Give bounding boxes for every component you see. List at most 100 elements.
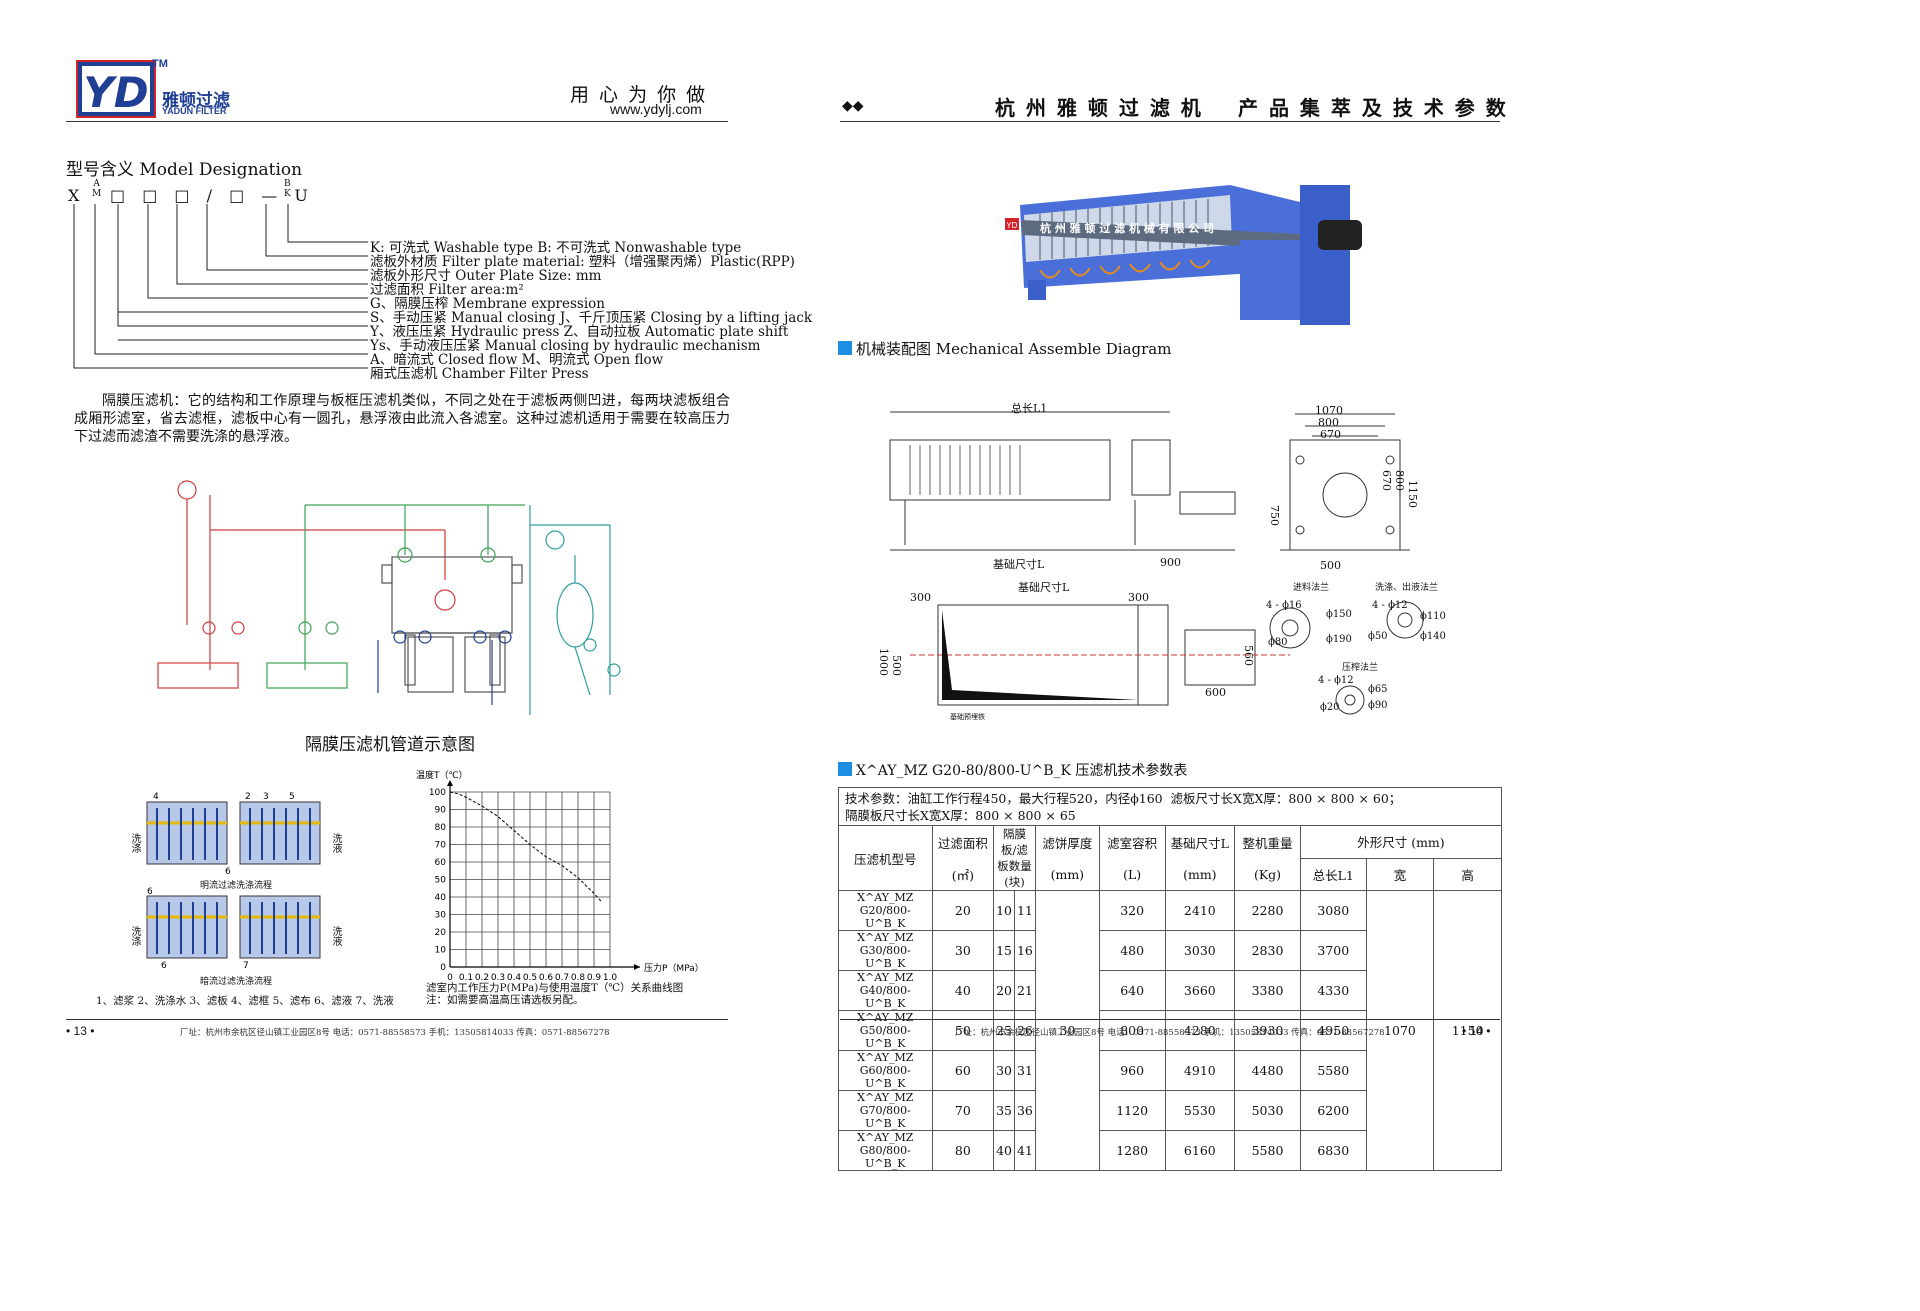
x-axis-label: 压力P（MPa） (644, 962, 700, 974)
wash-side-in-bottom: 洗涤 (129, 926, 140, 946)
code-boxes: □ □ □ / □ — U (110, 186, 314, 205)
cell-plates-b: 16 (1013, 930, 1036, 971)
cell-plates-a: 40 (993, 1130, 1015, 1171)
th-thickness: 滤饼厚度 (1034, 825, 1100, 858)
y-tick-label: 10 (435, 946, 447, 956)
header-rule (66, 121, 728, 122)
cell-plates-a: 30 (993, 1050, 1015, 1091)
x-tick-label: 0.5 (523, 973, 537, 982)
cell-length: 5580 (1299, 1050, 1367, 1091)
cell-volume: 320 (1098, 890, 1166, 931)
cell-length: 4950 (1299, 1010, 1367, 1051)
annotation-plate-material: 滤板外材质 Filter plate material: 塑料（增强聚丙烯）Pl… (370, 254, 795, 270)
cell-plates-b: 36 (1013, 1090, 1036, 1131)
right-footer-address: 厂址：杭州市余杭区径山镇工业园区8号 电话：0571-88558573 手机：1… (955, 1028, 1385, 1038)
cell-area: 80 (931, 1130, 995, 1171)
cell-plates-b: 11 (1013, 890, 1036, 931)
cell-area: 40 (931, 970, 995, 1011)
y-tick-label: 90 (435, 806, 447, 816)
cell-model: X^AY_MZ G20/800-U^B_K (838, 890, 933, 931)
page-number-13: • 13 • (66, 1024, 95, 1038)
dim-500-vertical: 500 (890, 655, 903, 676)
wash-side-out-bottom: 洗液 (330, 926, 341, 946)
svg-text:4: 4 (153, 792, 159, 802)
cell-weight: 3380 (1234, 970, 1301, 1011)
th-weight-unit: (Kg) (1234, 858, 1301, 891)
x-tick-label: 0.8 (571, 973, 586, 982)
cell-area: 50 (931, 1010, 995, 1051)
wash-side-out-top: 洗液 (330, 833, 341, 853)
flange2-d2: ϕ140 (1420, 631, 1446, 642)
cell-weight: 5030 (1234, 1090, 1301, 1131)
th-base-unit: (mm) (1164, 858, 1236, 891)
x-tick-label: 1.0 (603, 973, 618, 982)
annotation-closing: S、手动压紧 Manual closing J、千斤顶压紧 Closing by… (370, 310, 813, 326)
flange1-d3: ϕ80 (1268, 637, 1288, 648)
right-footer-rule (840, 1019, 1500, 1020)
mechanical-drawing (889, 411, 1424, 715)
y-tick-label: 0 (440, 963, 446, 973)
dim-1150: 1150 (1406, 480, 1419, 508)
cell-plates-a: 20 (993, 970, 1015, 1011)
th-outer: 外形尺寸 (mm) (1299, 825, 1503, 859)
flange1-d1: ϕ150 (1326, 609, 1352, 620)
green-circuit-lines (266, 504, 525, 689)
th-width: 宽 (1365, 857, 1435, 891)
th-thickness-unit: (mm) (1034, 858, 1100, 891)
table-row: X^AY_MZ G70/800-U^B_K 70 35 36 1120 5530… (838, 1090, 1502, 1131)
th-area: 过滤面积 (931, 825, 995, 858)
cell-base: 3030 (1164, 930, 1236, 971)
th-weight: 整机重量 (1234, 825, 1301, 858)
th-volume-unit: (L) (1098, 858, 1166, 891)
dim-300-left: 300 (910, 591, 931, 604)
flange1-holes: 4 - ϕ16 (1266, 600, 1302, 611)
table-title-square-icon (838, 762, 852, 776)
flange2-d3: ϕ50 (1368, 631, 1388, 642)
x-tick-label: 0.3 (491, 973, 505, 982)
logo-letters: YD (83, 68, 148, 117)
cell-model: X^AY_MZ G80/800-U^B_K (838, 1130, 933, 1171)
th-plates: 隔膜板/滤板数量(块) (993, 825, 1036, 891)
left-footer-address: 厂址：杭州市余杭区径山镇工业园区8号 电话：0571-88558573 手机：1… (180, 1028, 610, 1038)
annotation-chamber: 厢式压滤机 Chamber Filter Press (370, 366, 589, 382)
y-tick-label: 40 (435, 893, 447, 903)
dim-300-right: 300 (1128, 591, 1149, 604)
x-axis-arrow (634, 964, 640, 970)
x-tick-label: 0.6 (539, 973, 554, 982)
chart-caption: 滤室内工作压力P(MPa)与使用温度T（℃）关系曲线图 注：如需要高温高压请选板… (426, 982, 684, 1006)
annotation-hydraulic: Y、液压压紧 Hydraulic press Z、自动拉板 Automatic … (370, 324, 789, 340)
cell-volume: 640 (1098, 970, 1166, 1011)
annotation-membrane: G、隔膜压榨 Membrane expression (370, 296, 605, 312)
code-k: K (284, 189, 291, 199)
svg-text:6: 6 (225, 867, 231, 877)
cell-area: 30 (931, 930, 995, 971)
y-tick-label: 80 (435, 823, 447, 833)
th-model: 压滤机型号 (838, 825, 933, 891)
cell-length: 6830 (1299, 1130, 1367, 1171)
th-height: 高 (1433, 857, 1502, 891)
dim-base-size: 基础尺寸L (993, 558, 1045, 571)
cell-volume: 480 (1098, 930, 1166, 971)
brand-cn: 雅顿过滤 (162, 91, 230, 111)
right-header-rule (840, 121, 1500, 122)
model-designation-title: 型号含义 Model Designation (66, 160, 303, 180)
x-tick-label: 0.9 (587, 973, 602, 982)
y-tick-label: 20 (435, 928, 447, 938)
flange1-title: 进料法兰 (1293, 583, 1330, 593)
table-title-text: X^AY_MZ G20-80/800-U^B_K 压滤机技术参数表 (856, 763, 1188, 779)
yd-logo-icon: YD (76, 60, 156, 118)
cell-width: 1070 (1365, 890, 1435, 1171)
assembly-title-text: 机械装配图 Mechanical Assemble Diagram (856, 340, 1172, 358)
th-volume: 滤室容积 (1098, 825, 1166, 858)
cell-height: 1150 (1433, 890, 1502, 1171)
machine-badge: YD (1005, 221, 1017, 230)
cell-model: X^AY_MZ G60/800-U^B_K (838, 1050, 933, 1091)
y-tick-label: 60 (435, 858, 447, 868)
cell-area: 60 (931, 1050, 995, 1091)
y-axis-label: 温度T（℃） (416, 769, 468, 781)
y-tick-label: 50 (435, 876, 447, 886)
flange2-holes: 4 - ϕ12 (1372, 600, 1408, 611)
catalog-subtitle: 产 品 集 萃 及 技 术 参 数 (1238, 96, 1508, 120)
cell-weight: 5580 (1234, 1130, 1301, 1171)
